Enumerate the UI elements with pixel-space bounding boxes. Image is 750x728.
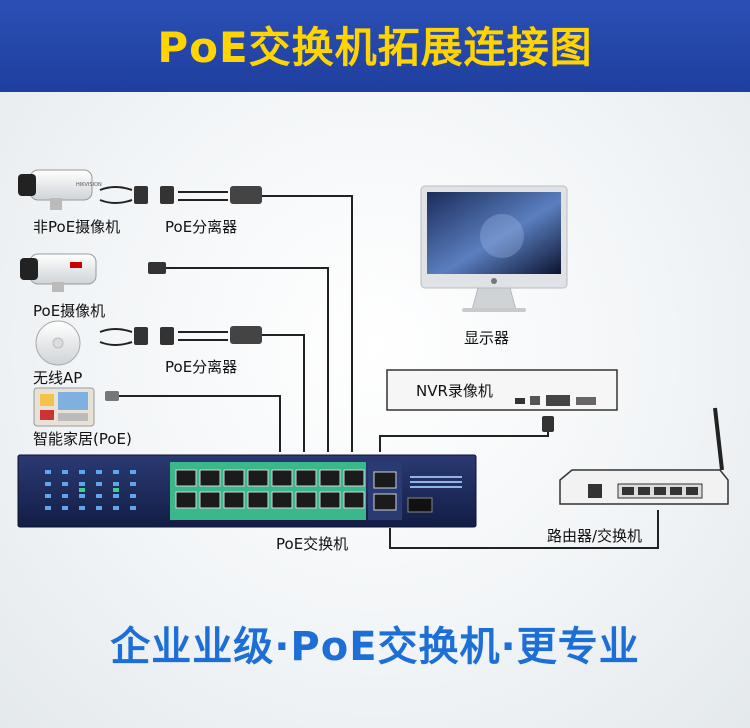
non-poe-camera-label: 非PoE摄像机 — [33, 218, 120, 236]
non-poe-camera: HIKVISION — [18, 169, 102, 210]
connectors — [105, 186, 554, 432]
router-label: 路由器/交换机 — [547, 527, 642, 545]
wireless-ap — [35, 320, 81, 366]
diagram-canvas — [0, 92, 750, 728]
smart-home-label: 智能家居(PoE) — [33, 430, 132, 448]
wireless-ap-label: 无线AP — [33, 369, 82, 387]
poe-switch — [17, 454, 477, 528]
poe-splitter-1-label: PoE分离器 — [165, 218, 237, 236]
footer-slogan: 企业业级·PoE交换机·更专业 — [110, 624, 640, 670]
poe-switch-label: PoE交换机 — [276, 535, 348, 553]
title-banner: PoE交换机拓展连接图 — [0, 0, 750, 92]
router — [559, 407, 729, 505]
smart-home-panel — [33, 387, 95, 427]
nvr-recorder — [386, 369, 618, 411]
page-title: PoE交换机拓展连接图 — [157, 23, 593, 72]
nvr-label: NVR录像机 — [416, 382, 493, 400]
display-monitor — [420, 185, 568, 312]
poe-splitter-2-label: PoE分离器 — [165, 358, 237, 376]
poe-camera-label: PoE摄像机 — [33, 302, 105, 320]
cables — [99, 186, 659, 549]
display-label: 显示器 — [464, 329, 509, 347]
poe-camera — [20, 253, 97, 292]
svg-text:HIKVISION: HIKVISION — [76, 182, 102, 188]
